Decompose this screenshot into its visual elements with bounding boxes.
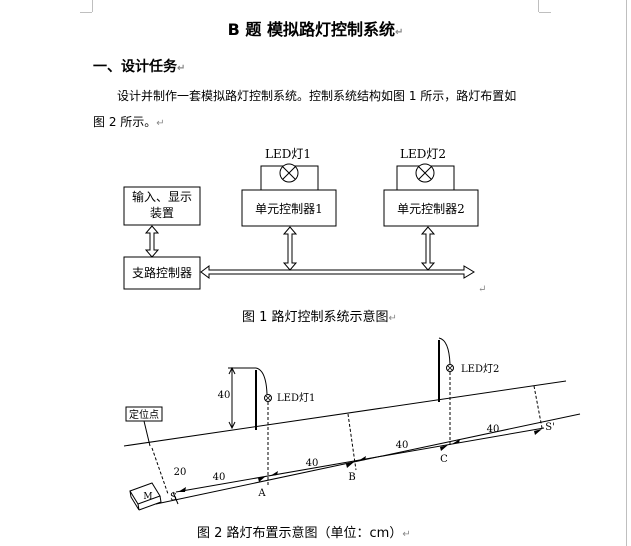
segment-2-label: 40 <box>306 458 319 469</box>
page-corner-mark-left-h <box>80 12 92 13</box>
io-branch-arrow <box>144 225 160 258</box>
paragraph-line-2: 图 2 所示。↵ <box>93 115 165 129</box>
s2-drop-line <box>533 385 543 429</box>
figure-1-diagram: 输入、显示 装置 支路控制器 LED灯1 单元控制器1 LED灯2 单元控制器2… <box>123 147 486 295</box>
lamp2-arm <box>438 337 451 365</box>
track-upper-line <box>123 380 567 447</box>
locate-point-pointer <box>143 420 151 447</box>
branch-controller-box <box>123 256 201 290</box>
point-c: C <box>440 454 448 465</box>
point-s-prime: S' <box>545 422 555 433</box>
branch-controller-label: 支路控制器 <box>132 265 192 280</box>
s-tick <box>172 491 179 505</box>
unit1-label: 单元控制器1 <box>255 202 323 216</box>
led1-label: LED灯1 <box>265 147 311 161</box>
segment-4-label: 40 <box>487 424 500 435</box>
io-display-box <box>123 186 201 226</box>
io-box-text-1: 输入、显示 <box>132 189 192 204</box>
point-s: S <box>170 492 177 503</box>
segment-3-label: 40 <box>396 440 409 451</box>
lamp2-label: LED灯2 <box>461 363 499 375</box>
unit1-box <box>241 189 337 227</box>
lamp1-label: LED灯1 <box>277 392 315 404</box>
figure-2-diagram: M 定位点 20 S LED灯1 40 LED灯2 40 40 40 40 A … <box>123 337 581 511</box>
lamp1-arm <box>255 367 268 395</box>
dim-20-line <box>151 447 169 495</box>
io-box-text-2: 装置 <box>150 206 174 220</box>
unit1-bus-arrow <box>282 226 298 271</box>
task-paragraph: 设计并制作一套模拟路灯控制系统。控制系统结构如图 1 所示，路灯布置如 图 2 … <box>93 83 548 137</box>
page-right-edge <box>626 0 627 546</box>
led2-bulb-cross <box>418 166 432 180</box>
point-b: B <box>348 472 355 483</box>
locate-point-label: 定位点 <box>129 408 159 421</box>
figure-1-caption: 图 1 路灯控制系统示意图↵ <box>242 310 397 325</box>
unit2-box <box>383 189 479 227</box>
segment-1-label: 40 <box>213 472 226 483</box>
bus-arrow <box>200 265 475 279</box>
document-title: B 题 模拟路灯控制系统↵ <box>227 20 404 39</box>
led2-label: LED灯2 <box>400 147 446 161</box>
dim-20-label: 20 <box>174 467 187 478</box>
dim-40-height-label: 40 <box>218 390 231 401</box>
page-corner-mark-right-v <box>538 0 539 12</box>
svg-text:M: M <box>143 492 152 502</box>
section-heading: 一、设计任务↵ <box>93 59 186 75</box>
point-a: A <box>257 488 266 499</box>
led1-bulb-cross <box>282 166 296 180</box>
page-corner-mark-right-h <box>539 12 551 13</box>
unit2-bus-arrow <box>420 226 436 271</box>
distance-arrowheads <box>178 429 542 492</box>
page-corner-mark-left-v <box>92 0 93 12</box>
unit2-label: 单元控制器2 <box>397 202 465 216</box>
figure-2-caption: 图 2 路灯布置示意图（单位：cm）↵ <box>197 526 411 541</box>
figure1-end-mark: ↵ <box>478 284 486 295</box>
vehicle-m: M <box>129 482 162 511</box>
paragraph-line-1: 设计并制作一套模拟路灯控制系统。控制系统结构如图 1 所示，路灯布置如 <box>117 89 517 103</box>
